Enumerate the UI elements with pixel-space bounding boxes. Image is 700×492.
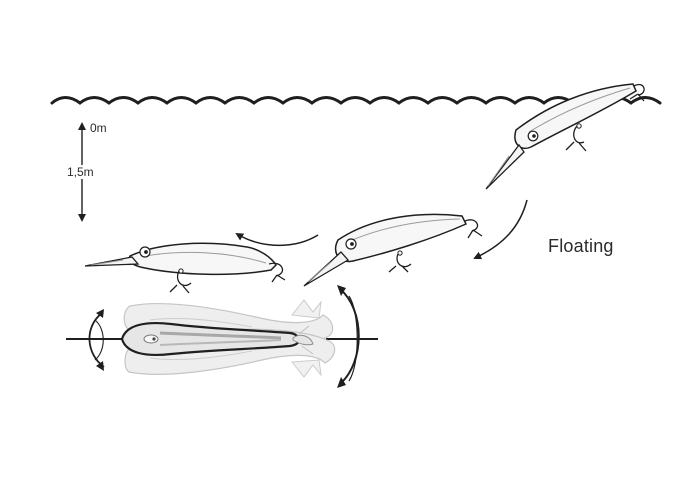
rolling-action-lure-icon [66, 285, 378, 388]
water-surface-wave-icon [50, 96, 662, 105]
depth-scale-down-arrow-icon [78, 214, 86, 222]
depth-scale-up-arrow-icon [78, 122, 86, 130]
left-lure-icon [84, 242, 286, 294]
surface-lure-icon [485, 83, 645, 190]
return-arrow-icon [235, 232, 319, 247]
depth-bottom-label: 1,5m [66, 165, 95, 179]
descending-arrow-icon [473, 199, 528, 260]
depth-top-label: 0m [90, 121, 107, 135]
middle-lure-icon [303, 213, 483, 287]
floating-label: Floating [548, 236, 614, 256]
